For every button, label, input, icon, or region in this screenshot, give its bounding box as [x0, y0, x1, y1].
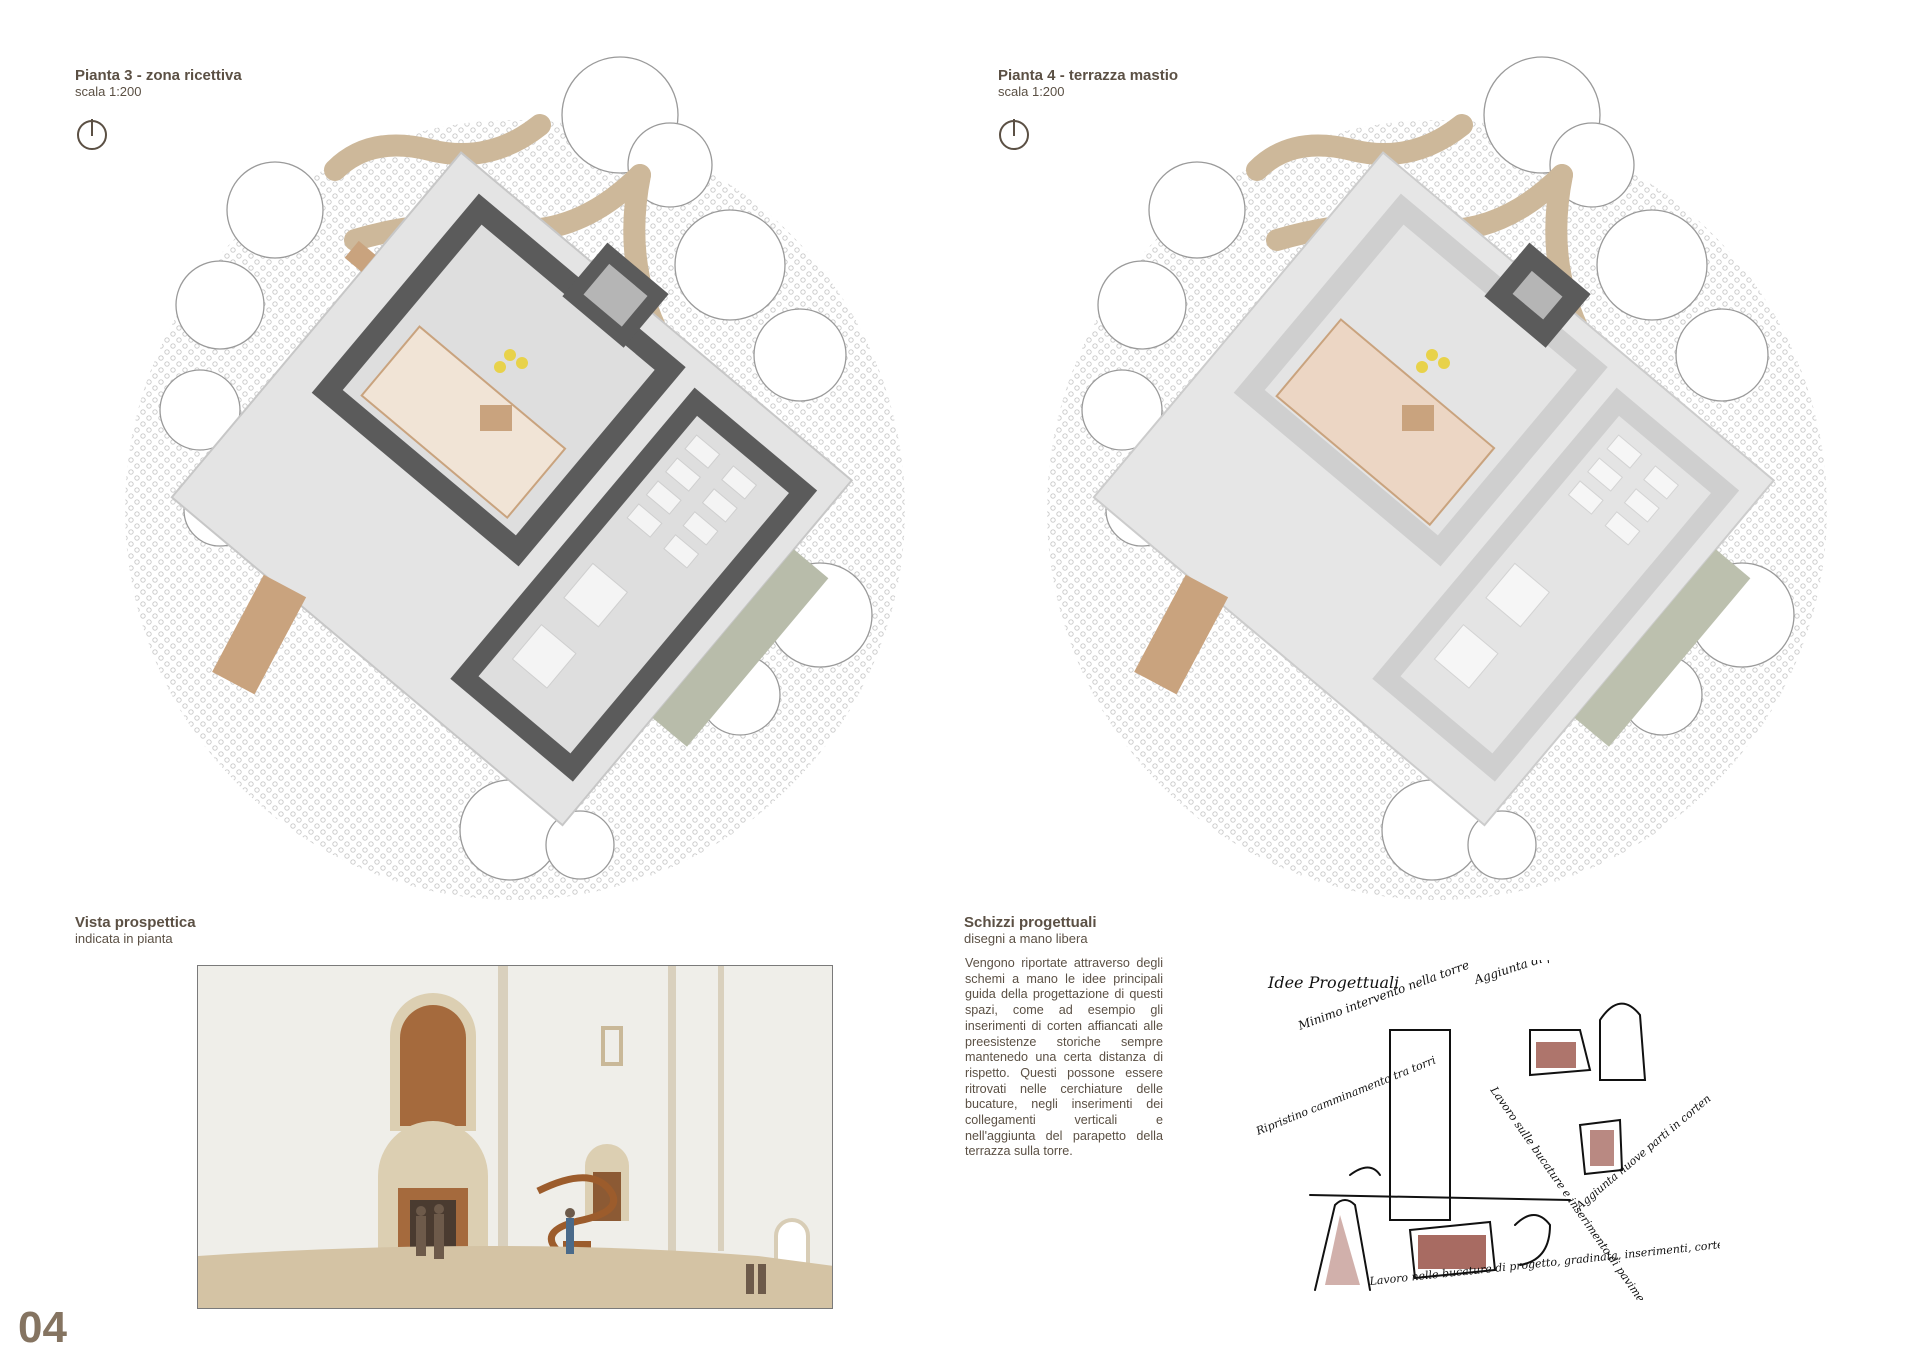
note-ripristino: Ripristino camminamento tra torri: [1253, 1054, 1437, 1139]
note-idee: Idee Progettuali: [1267, 973, 1399, 992]
hand-sketches: Idee Progettuali Aggiunta di parti utili…: [1253, 960, 1720, 1300]
upper-arch-window: [400, 1005, 466, 1126]
stone-joints: [498, 966, 724, 1251]
corten-deck: [212, 574, 307, 695]
perspective-subtitle: indicata in pianta: [75, 931, 173, 946]
people: [416, 1204, 766, 1294]
sketch-lines: [1309, 1002, 1647, 1291]
furniture: [494, 349, 528, 373]
right-arch: [774, 1218, 810, 1268]
small-window: [601, 1026, 623, 1066]
plan4-building: [1092, 151, 1776, 827]
north-arrow-icon: [77, 119, 107, 150]
corten-elements: [344, 240, 512, 431]
sketches-description: Vengono riportate attraverso degli schem…: [965, 956, 1163, 1159]
sketches-subtitle: disegni a mano libera: [964, 931, 1088, 946]
plan4-scale: scala 1:200: [998, 84, 1065, 99]
plan3-building: [170, 151, 854, 827]
note-minimo: Minimo intervento nella torre: [1295, 960, 1471, 1033]
perspective-view: [197, 965, 833, 1309]
corten-deck: [1134, 574, 1229, 695]
corten-elements: [1402, 405, 1434, 431]
perspective-title: Vista prospettica: [75, 914, 196, 931]
perspective-drawing: [198, 966, 832, 1308]
plan4-drawing: [1047, 56, 1827, 900]
note-aggiunta: Aggiunta di parti utili al progetto: [1472, 960, 1670, 987]
page-number: 04: [18, 1303, 67, 1352]
north-arrow-icon: [999, 119, 1029, 150]
sketches-title: Schizzi progettuali: [964, 914, 1097, 931]
corten-marks: [1325, 1042, 1614, 1285]
plan3-title: Pianta 3 - zona ricettiva: [75, 67, 242, 84]
plan3-drawing: [125, 56, 905, 900]
plan4-title: Pianta 4 - terrazza mastio: [998, 67, 1179, 84]
furniture: [1416, 349, 1450, 373]
floor: [198, 1246, 832, 1308]
plan3-scale: scala 1:200: [75, 84, 142, 99]
